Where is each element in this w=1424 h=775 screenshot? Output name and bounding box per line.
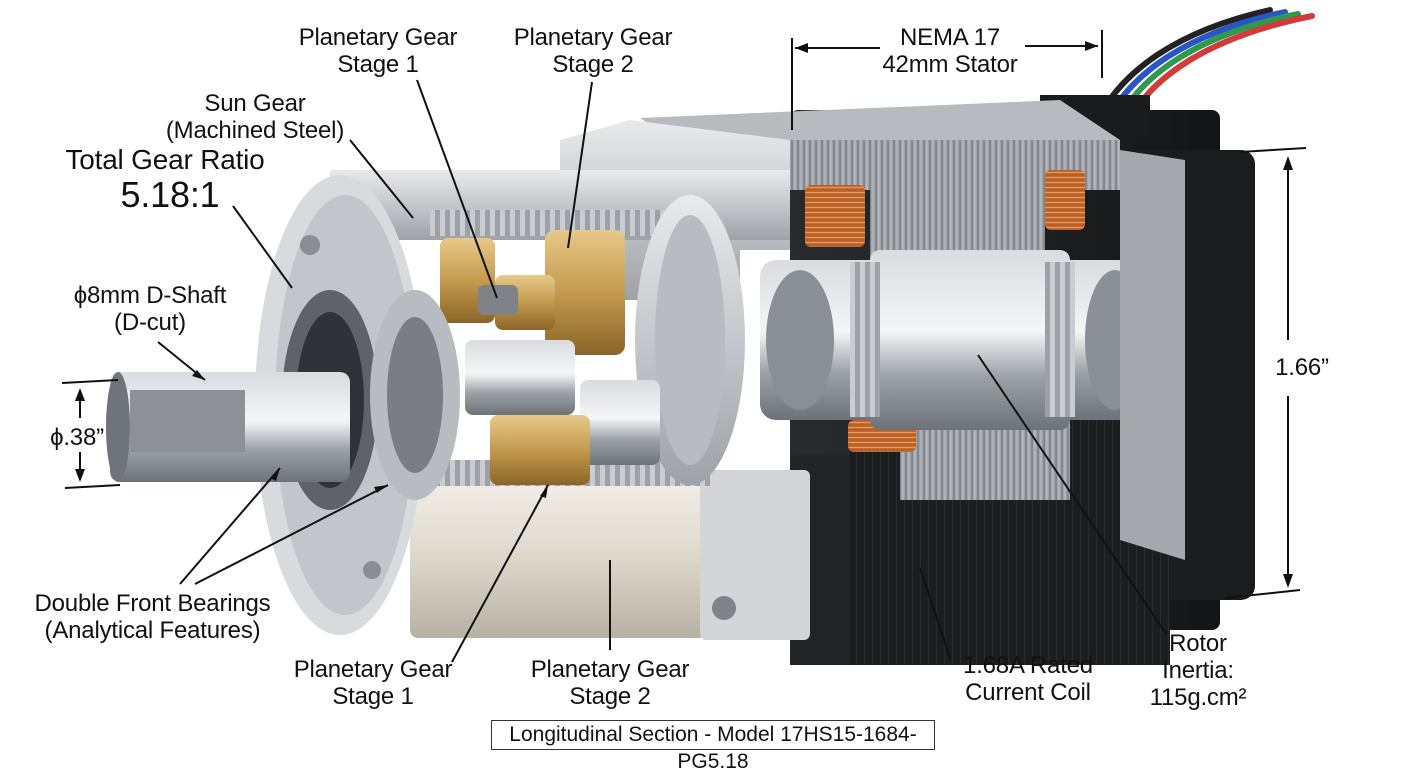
label-line: ϕ8mm D-Shaft [73,282,227,309]
label-rotor-inertia: Rotor Inertia: 115g.cm² [1138,630,1258,711]
label-line: Stage 1 [337,51,419,78]
label-height: 1.66” [1262,354,1342,381]
label-line: Stage 2 [552,51,634,78]
rotor [760,250,1160,430]
label-line: Double Front Bearings [34,590,271,617]
label-line: Sun Gear [204,90,306,117]
label-line: Stage 2 [569,683,651,710]
label-line: 5.18:1 [120,174,220,215]
motor-cutaway-illustration [61,7,1315,665]
dimension-arrowheads [75,41,1293,588]
label-planetary-stage2-bottom: Planetary Gear Stage 2 [522,656,698,710]
label-shaft-diameter: ϕ.38” [32,424,122,451]
caption-box: Longitudinal Section - Model 17HS15-1684… [491,720,935,773]
label-line: 1.68A Rated [963,652,1093,679]
ring-gear [430,195,745,486]
label-line: (Machined Steel) [165,117,345,144]
label-front-bearings: Double Front Bearings (Analytical Featur… [20,590,285,644]
label-sun-gear: Sun Gear (Machined Steel) [160,90,350,144]
label-line: Inertia: [1162,657,1234,684]
output-shaft [106,372,350,482]
label-line: NEMA 17 [900,24,1000,51]
label-line: ϕ.38” [50,424,104,451]
label-line: 115g.cm² [1149,684,1247,711]
label-gear-ratio-title: Total Gear Ratio [55,144,275,175]
label-line: 42mm Stator [882,51,1018,78]
rear-end-cap [1120,150,1185,560]
planetary-gears [440,230,660,485]
label-line: (Analytical Features) [44,617,261,644]
label-planetary-stage1-bottom: Planetary Gear Stage 1 [285,656,461,710]
label-line: Current Coil [965,679,1091,706]
label-line: Rotor [1169,630,1227,657]
label-line: Stage 1 [332,683,414,710]
label-line: Planetary Gear [513,24,673,51]
label-nema-stator: NEMA 17 42mm Stator [862,24,1038,78]
label-rated-current-coil: 1.68A Rated Current Coil [948,652,1108,706]
label-line: (D-cut) [114,309,186,336]
label-line: Planetary Gear [293,656,453,683]
label-line: Planetary Gear [298,24,458,51]
label-d-shaft: ϕ8mm D-Shaft (D-cut) [55,282,245,336]
label-line: 1.66” [1275,354,1329,381]
label-gear-ratio-value: 5.18:1 [100,176,240,214]
label-planetary-stage1-top: Planetary Gear Stage 1 [290,24,466,78]
label-line: Total Gear Ratio [65,144,265,175]
label-line: Planetary Gear [530,656,690,683]
label-planetary-stage2-top: Planetary Gear Stage 2 [505,24,681,78]
